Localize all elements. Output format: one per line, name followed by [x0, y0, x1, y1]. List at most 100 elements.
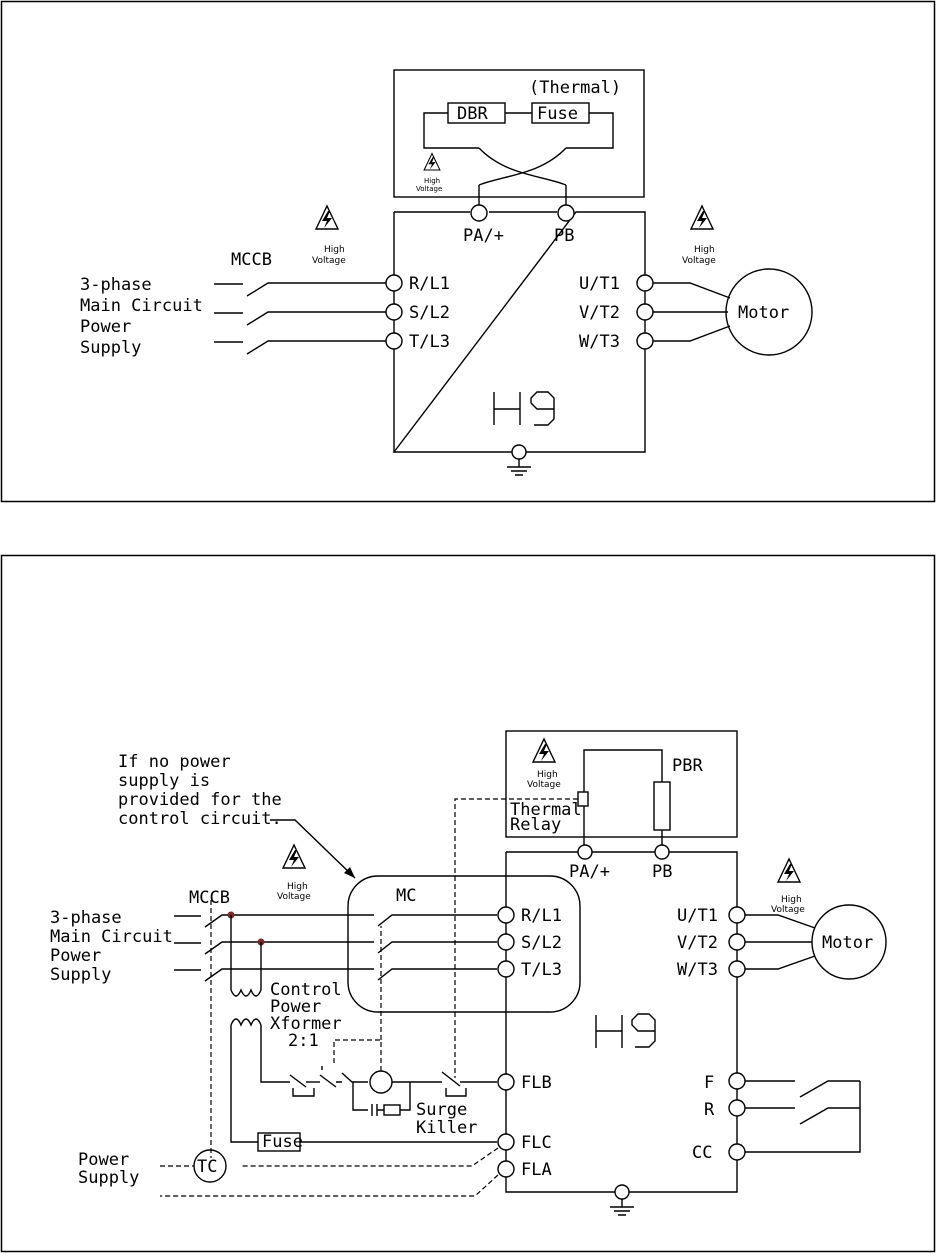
figure-1-frame — [0, 0, 936, 503]
pb-terminal — [557, 204, 575, 222]
figure-2-panel: If no power supply is provided for the c… — [0, 554, 936, 1253]
pbr-loop-wire — [583, 749, 663, 846]
pa-label: PA/+ — [463, 226, 504, 246]
w-t3-terminal — [636, 332, 654, 350]
motor-wire-w — [653, 325, 731, 342]
high-voltage-right2-2: Voltage — [771, 905, 805, 915]
r-l1-terminal — [385, 274, 403, 292]
r-l1-terminal-2 — [497, 906, 515, 924]
surge-line-2: Killer — [416, 1118, 477, 1138]
motor-wire-u — [653, 282, 731, 299]
mc-coil — [369, 1070, 393, 1094]
dbr-label: DBR — [457, 104, 488, 124]
fla-label: FLA — [521, 1160, 552, 1180]
r-switch-wire — [745, 1107, 860, 1125]
high-voltage-icon-right-2 — [777, 858, 801, 883]
high-voltage-left-2: Voltage — [312, 256, 346, 266]
r-l1-label: R/L1 — [409, 274, 450, 294]
high-voltage-pbr-1: High — [537, 770, 558, 780]
high-voltage-right-2: Voltage — [682, 256, 716, 266]
supply2-line-4: Supply — [50, 965, 111, 985]
phase-t-wire — [214, 340, 386, 355]
drive-label-h9 — [493, 391, 555, 426]
pa-terminal — [470, 204, 488, 222]
high-voltage-left-1: High — [324, 245, 345, 255]
surge-killer-resistor — [383, 1104, 401, 1116]
motor-symbol — [725, 268, 813, 356]
motor-wire-u-2 — [745, 914, 816, 929]
u-t1-label-2: U/T1 — [677, 906, 718, 926]
note-line-1: If no power — [118, 752, 231, 772]
thermal-relay-line-2: Relay — [510, 815, 561, 835]
mc-label: MC — [396, 886, 416, 906]
high-voltage-icon-pbr — [532, 738, 556, 763]
supply-line-4: Supply — [80, 338, 141, 358]
flb-terminal — [497, 1073, 515, 1091]
fla-terminal — [497, 1160, 515, 1178]
flb-label: FLB — [521, 1073, 552, 1093]
xformer-line-1: Control — [270, 980, 342, 1000]
v-t2-label: V/T2 — [579, 303, 620, 323]
power-supply-line-2: Supply — [78, 1168, 139, 1188]
figure-1-panel: (Thermal) DBR Fuse High Voltage PA/+ PB … — [0, 0, 936, 503]
cc-label: CC — [692, 1143, 712, 1163]
surge-killer-capacitor — [352, 1082, 384, 1116]
surge-line-1: Surge — [416, 1100, 467, 1120]
v-t2-label-2: V/T2 — [677, 933, 718, 953]
fuse-lead-right — [566, 112, 614, 149]
supply-line-2: Main Circuit — [80, 296, 203, 316]
t-l3-terminal-2 — [497, 960, 515, 978]
xformer-primary-coil — [230, 988, 262, 997]
thermal-label: (Thermal) — [529, 78, 621, 98]
s-l2-label: S/L2 — [409, 303, 450, 323]
fuse-label: Fuse — [537, 104, 578, 124]
pb-label: PB — [554, 226, 574, 246]
mccb-label-2: MCCB — [189, 888, 230, 908]
twisted-wire-a — [478, 147, 567, 186]
t-l3-terminal — [385, 332, 403, 350]
note-line-2: supply is — [118, 771, 210, 791]
mc-box — [347, 875, 581, 1013]
w-t3-terminal-2 — [728, 960, 746, 978]
cc-common-wire — [745, 1081, 861, 1153]
flb-contact-base — [445, 1088, 467, 1097]
phase-r-wire-2 — [174, 914, 497, 928]
v-t2-terminal — [636, 303, 654, 321]
supply2-line-1: 3-phase — [50, 908, 122, 928]
fla-dash — [160, 1174, 499, 1197]
u-t1-terminal — [636, 274, 654, 292]
u-t1-terminal-2 — [728, 906, 746, 924]
phase-s-wire — [214, 311, 386, 326]
note-leader — [270, 819, 356, 879]
pb-label-2: PB — [652, 862, 672, 882]
ground-terminal-2 — [614, 1184, 630, 1200]
tc-label: TC — [197, 1157, 217, 1177]
tc-relay — [193, 1149, 227, 1183]
high-voltage-text-2: Voltage — [416, 185, 442, 193]
high-voltage-icon-right — [690, 205, 714, 230]
v-t2-terminal-2 — [728, 933, 746, 951]
supply-line-3: Power — [80, 317, 131, 337]
f-label: F — [704, 1073, 714, 1093]
supply2-line-2: Main Circuit — [50, 927, 173, 947]
control-wire-top — [260, 1025, 290, 1083]
braking-resistor-box — [393, 69, 645, 198]
note-line-4: control circuit. — [118, 809, 282, 829]
r-label: R — [704, 1100, 715, 1120]
pa-terminal-2 — [577, 844, 593, 860]
figure-2-frame — [0, 554, 936, 1253]
pbr-box — [505, 730, 738, 838]
ground-symbol-2 — [610, 1199, 634, 1216]
note-arrowhead — [344, 867, 355, 878]
pbr-resistor — [653, 781, 671, 831]
t-l3-label: T/L3 — [409, 332, 450, 352]
high-voltage-text-1: High — [424, 177, 440, 185]
s-l2-terminal-2 — [497, 933, 515, 951]
r-l1-label-2: R/L1 — [521, 906, 562, 926]
power-supply-line-1: Power — [78, 1150, 129, 1170]
ground-terminal — [511, 444, 527, 460]
fuse-wire-left — [230, 1025, 258, 1143]
xformer-secondary-coil — [230, 1018, 262, 1027]
twisted-wire-b — [478, 147, 567, 186]
